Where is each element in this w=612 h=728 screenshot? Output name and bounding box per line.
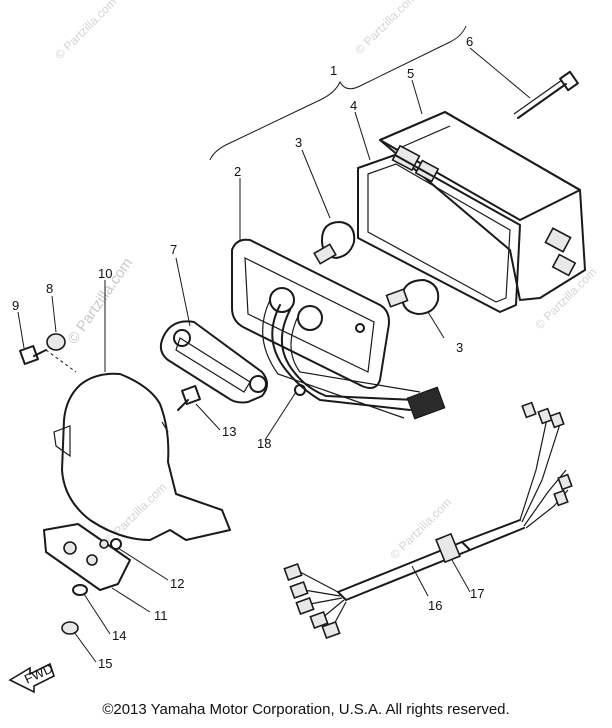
bolt-9 [19,345,47,365]
callout-17: 17 [470,586,484,601]
reflector-grille-lower [544,227,577,277]
forward-arrow-icon: FWD [8,661,55,694]
leader-lines [17,47,531,663]
fender-bracket-10 [53,372,231,541]
callout-1: 1 [330,63,337,78]
callout-15: 15 [98,656,112,671]
watermark-top-left: © Partzilla.com [52,0,119,62]
washer-14 [72,584,88,596]
wire-harness-16 [283,401,573,640]
callout-2: 2 [234,164,241,179]
lamp-base-plate-2 [231,238,390,389]
tail-light-exploded-diagram: © Partzilla.com © Partzilla.com © Partzi… [8,0,599,694]
lens-housing-5 [379,111,586,301]
callout-5: 5 [407,66,414,81]
lamp-wires [262,299,446,420]
callout-12: 12 [170,576,184,591]
watermark-top-mid: © Partzilla.com [352,0,419,57]
bulb-3-lower [385,279,440,315]
copyright-notice: ©2013 Yamaha Motor Corporation, U.S.A. A… [102,701,510,718]
callout-13: 13 [222,424,236,439]
assembly-bracket-1 [209,25,467,161]
sleeve-17 [435,532,461,564]
callout-11: 11 [154,608,168,623]
callout-8: 8 [46,281,53,296]
screw-6 [513,70,579,119]
bracket-7 [159,320,268,404]
bulb-3-upper [313,221,356,265]
nut-15 [61,621,79,635]
callout-3-upper: 3 [295,135,302,150]
washer-8 [46,333,66,351]
watermark-lower-left: © Partzilla.com [102,480,169,547]
callout-6: 6 [466,34,473,49]
callout-4: 4 [350,98,357,113]
callout-9: 9 [12,298,19,313]
grommet-18 [294,384,306,396]
callout-18: 18 [257,436,271,451]
gasket-4 [357,154,521,313]
license-plate-holder-11 [43,523,131,591]
watermark-right: © Partzilla.com [532,265,599,332]
callout-16: 16 [428,598,442,613]
callout-labels: 1 2 3 3 4 5 6 7 8 9 10 11 12 13 14 15 16… [12,34,484,671]
grommet-13 [177,385,201,411]
callout-7: 7 [170,242,177,257]
callout-14: 14 [112,628,126,643]
grommet-12 [110,538,122,550]
callout-10: 10 [98,266,112,281]
callout-3-lower: 3 [456,340,463,355]
